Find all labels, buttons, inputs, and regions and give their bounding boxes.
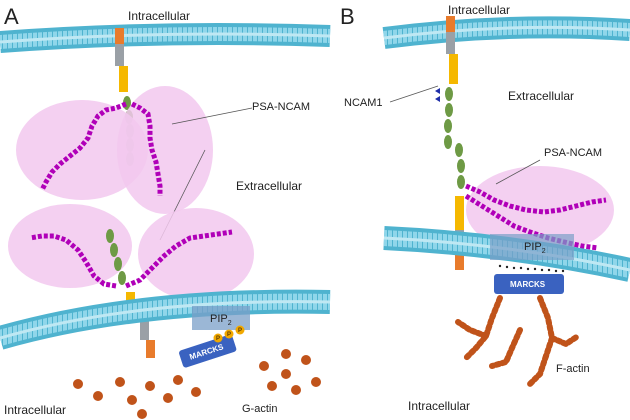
panel-b-extracellular-label: Extracellular [508, 89, 574, 103]
panel-a-psa-chain-3 [29, 233, 117, 289]
panel-a-psa-chain-1 [39, 101, 127, 192]
panel-a-top-membrane [0, 23, 331, 53]
panel-a-marcks: MARCKS [179, 334, 237, 368]
panel-b-marcks: MARCKS [494, 274, 564, 294]
panel-b-pip2-label: PIP2 [524, 241, 546, 255]
panel-a-bottom-region-label: Intracellular [4, 403, 66, 417]
panel-b-top-membrane [382, 16, 630, 49]
panel-a-psa-ncam-pointer-1 [171, 107, 253, 125]
panel-a-g-actin [73, 349, 321, 419]
panel-a-extracellular-label: Extracellular [236, 179, 302, 193]
panel-a-phospho-2: P [227, 332, 231, 338]
panel-b-letter: B [340, 4, 355, 29]
panel-b-psa-chain-2 [464, 193, 599, 251]
panel-b-top-region-label: Intracellular [448, 3, 510, 17]
panel-b-psa-ncam-label: PSA-NCAM [544, 147, 602, 159]
panel-b-ncam1-pointer [389, 85, 439, 103]
panel-a-psa-cloud-lower-left [8, 204, 132, 288]
panel-a-psa-chain-4 [125, 229, 233, 289]
panel-b-charge-row [498, 264, 565, 273]
panel-a-psa-cloud-right [117, 86, 213, 214]
panel-a-psa-cloud-lower-right [138, 208, 254, 300]
panel-b-psa-chain-1 [465, 183, 607, 215]
panel-b-f-actin-label: F-actin [556, 363, 590, 375]
panel-b-bottom-region-label: Intracellular [408, 399, 470, 413]
panel-b: B Intracellular NCAM1 Ex [340, 3, 630, 413]
panel-b-pip2-box [490, 234, 574, 260]
panel-a-phospho-1: P [216, 336, 220, 342]
panel-a-top-region-label: Intracellular [128, 9, 190, 23]
panel-b-ncam1-label: NCAM1 [344, 97, 383, 109]
panel-a-psa-ncam-label: PSA-NCAM [252, 101, 310, 113]
panel-a-phospho-3: P [238, 328, 242, 334]
panel-a-psa-chain-2 [130, 101, 163, 196]
panel-a-letter: A [4, 4, 19, 29]
panel-a-bottom-membrane [0, 289, 331, 350]
panel-a-phospho-groups: P P P [213, 325, 245, 343]
panel-b-psa-ncam-pointer [495, 159, 541, 185]
panel-a-pip2-label: PIP2 [210, 313, 232, 327]
panel-a-g-actin-label: G-actin [242, 403, 277, 415]
panel-b-marcks-label: MARCKS [510, 280, 546, 289]
panel-b-f-actin [455, 295, 581, 389]
panel-a: A Intracellular PSA-NCAM Extra [0, 4, 331, 419]
